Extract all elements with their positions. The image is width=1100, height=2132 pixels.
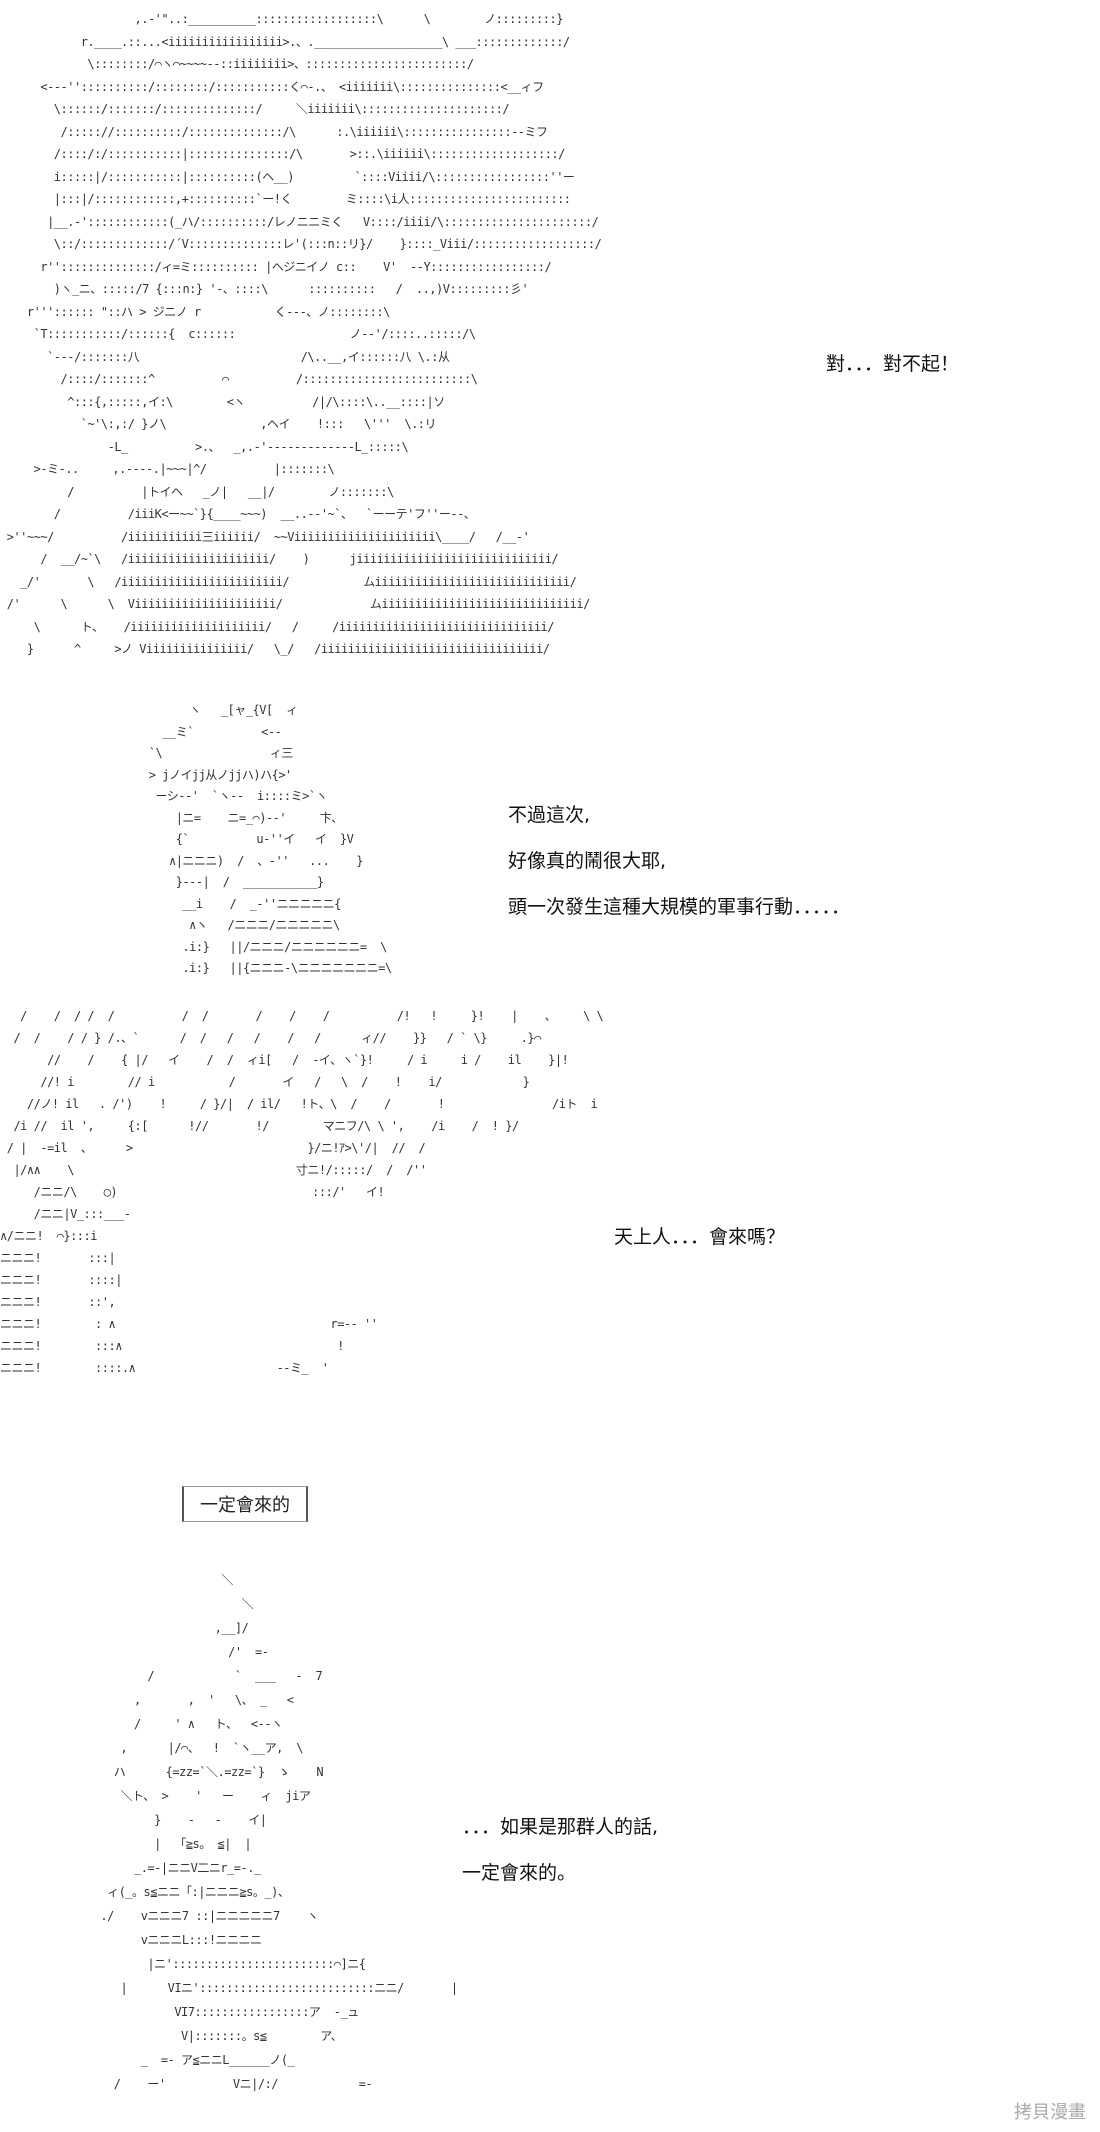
caption-box: 一定會來的 — [182, 1486, 308, 1522]
ascii-art-panel-1: ,.-'"..:__________::::::::::::::::::\ \ … — [6, 12, 602, 656]
watermark: 拷貝漫畫 — [1014, 2102, 1086, 2123]
ascii-art-panel-4: ＼ ＼ ,__]/ /' =- / ` ___ - 7 , , ' \、 _ <… — [100, 1573, 458, 2091]
dialogue-panel-1: 對．．．對不起！ — [826, 353, 960, 375]
dialogue-panel-3: 天上人．．．會來嗎？ — [614, 1226, 786, 1248]
dialogue-panel-2-line-3: 頭一次發生這種大規模的軍事行動．．．．． — [508, 896, 851, 918]
dialogue-panel-4-line-1: ．．．如果是那群人的話, — [462, 1816, 659, 1838]
ascii-art-panel-3: / / / / / / / / / / /! ! }! | 、 \ \ / / … — [0, 1009, 604, 1375]
ascii-art-panel-2: ヽ _[ャ_{V[ ィ __ミ` <-- `\ ィ三 > jノイjj从ノjjハ)… — [148, 703, 392, 975]
dialogue-panel-4-line-2: 一定會來的。 — [462, 1862, 577, 1884]
dialogue-panel-2-line-2: 好像真的鬧很大耶, — [508, 850, 667, 872]
dialogue-panel-2-line-1: 不過這次, — [508, 804, 591, 826]
caption-text: 一定會來的 — [200, 1495, 290, 1516]
